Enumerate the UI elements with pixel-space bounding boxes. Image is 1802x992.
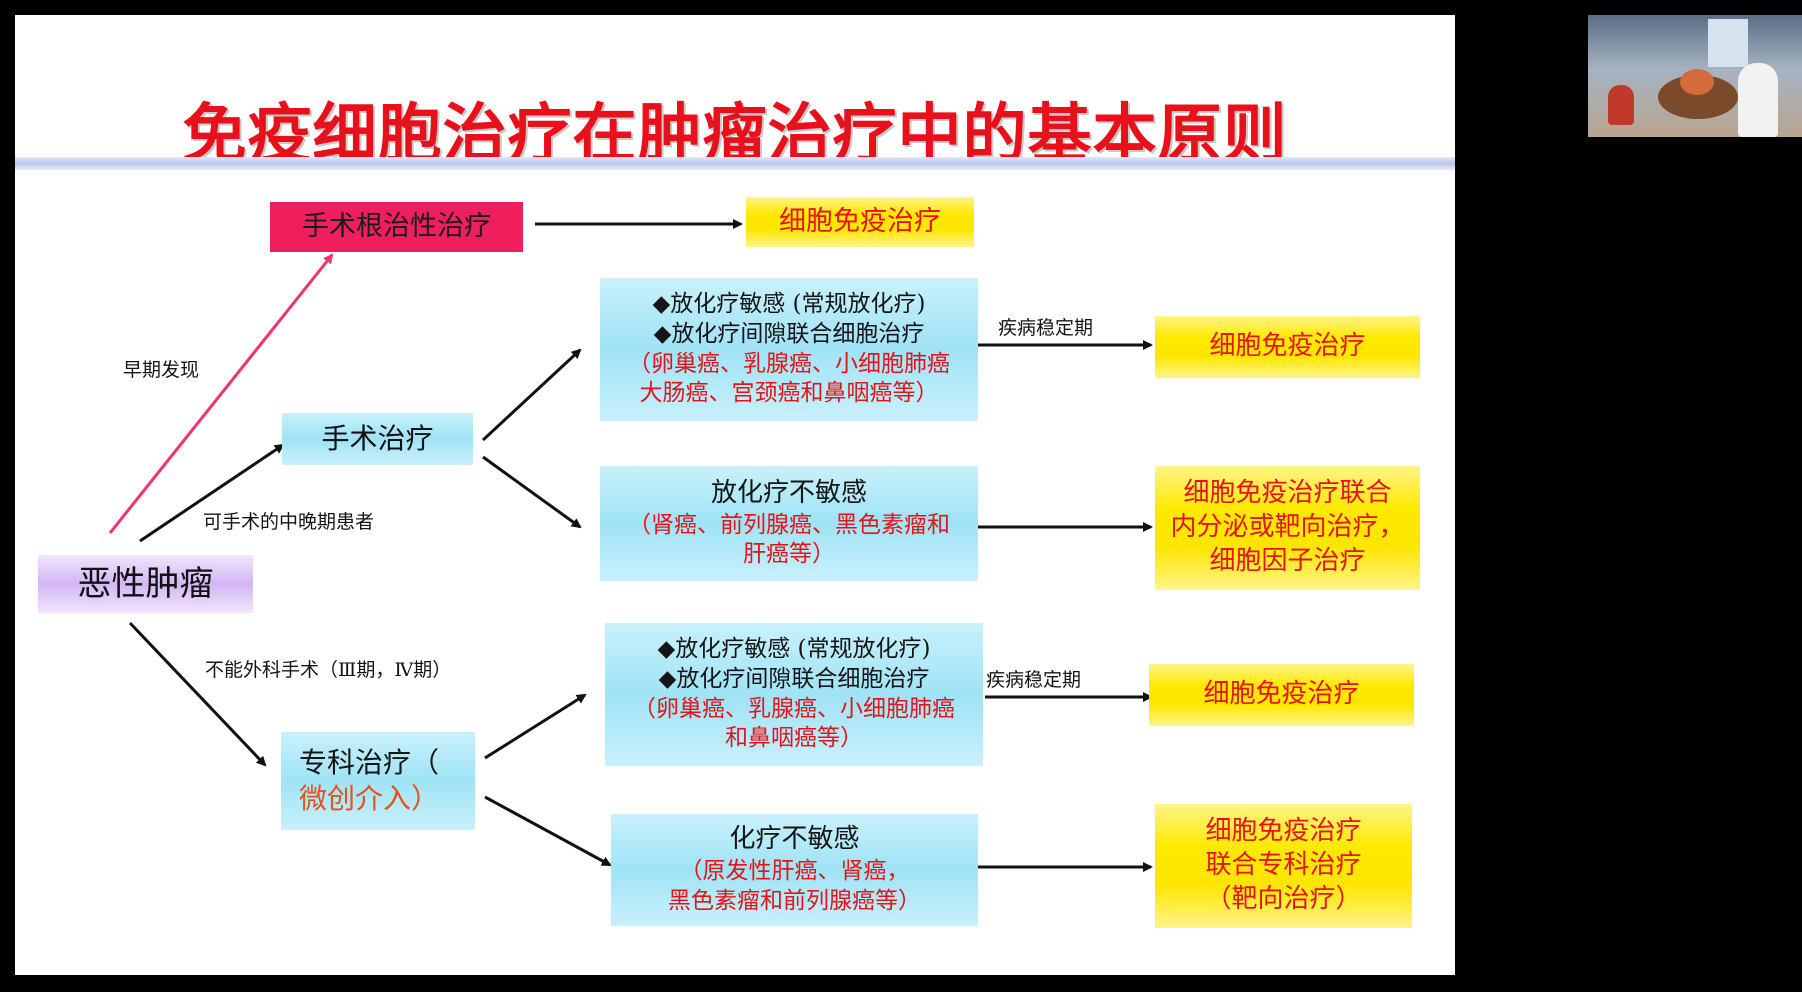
result2-line2: 内分泌或靶向治疗， bbox=[1170, 512, 1405, 543]
sens2-line4: 和鼻咽癌等） bbox=[725, 725, 863, 752]
sens2-line2: ◆放化疗间隙联合细胞治疗 bbox=[658, 665, 930, 692]
node-specialty-line2: 微创介入） bbox=[299, 782, 440, 815]
arrow-inoperable bbox=[128, 621, 267, 767]
node-sensitive-2: ◆放化疗敏感 (常规放化疗) ◆放化疗间隙联合细胞治疗 （卵巢癌、乳腺癌、小细胞… bbox=[605, 623, 983, 766]
webcam-person bbox=[1738, 63, 1778, 137]
sens1-line1: ◆放化疗敏感 (常规放化疗) bbox=[652, 290, 926, 317]
flow-arrows bbox=[108, 219, 1153, 872]
label-early: 早期发现 bbox=[123, 359, 200, 381]
label-stable2: 疾病稳定期 bbox=[986, 669, 1082, 691]
node-result-1: 细胞免疫治疗 bbox=[1155, 316, 1420, 378]
arrow-early bbox=[108, 253, 334, 534]
insens1-line3: 肝癌等） bbox=[743, 541, 835, 568]
node-sensitive-1: ◆放化疗敏感 (常规放化疗) ◆放化疗间隙联合细胞治疗 （卵巢癌、乳腺癌、小细胞… bbox=[600, 278, 978, 421]
arrow-specialty-to-sens2 bbox=[484, 693, 587, 760]
node-specialty-treatment: 专科治疗（ 微创介入） bbox=[281, 732, 475, 830]
insens1-line2: （肾癌、前列腺癌、黑色素瘤和 bbox=[628, 511, 950, 538]
insens2-line2: （原发性肝癌、肾癌， bbox=[679, 858, 910, 884]
result2-line1: 细胞免疫治疗联合 bbox=[1183, 478, 1392, 509]
node-radical-surgery-label: 手术根治性治疗 bbox=[302, 211, 491, 243]
insens1-line1: 放化疗不敏感 bbox=[710, 477, 867, 508]
specialty-line1-text: 专科治疗（ bbox=[299, 745, 440, 779]
node-cell-immuno-top-label: 细胞免疫治疗 bbox=[779, 206, 941, 238]
node-result-3: 细胞免疫治疗 bbox=[1149, 664, 1414, 726]
webcam-thumbnail[interactable] bbox=[1588, 15, 1802, 137]
sens2-line3: （卵巢癌、乳腺癌、小细胞肺癌 bbox=[633, 695, 955, 722]
node-specialty-line1: 专科治疗（ bbox=[299, 745, 439, 781]
sens1-line3: （卵巢癌、乳腺癌、小细胞肺癌 bbox=[628, 350, 950, 377]
node-cell-immuno-top: 细胞免疫治疗 bbox=[746, 197, 974, 247]
result1-label: 细胞免疫治疗 bbox=[1209, 331, 1366, 362]
node-result-4: 细胞免疫治疗 联合专科治疗 （靶向治疗） bbox=[1155, 804, 1412, 928]
arrow-surgery-to-insens1 bbox=[482, 455, 582, 529]
result4-line1: 细胞免疫治疗 bbox=[1205, 816, 1362, 847]
arrow-surgery-to-sens1 bbox=[481, 348, 582, 442]
node-malignant-tumor: 恶性肿瘤 bbox=[38, 555, 253, 613]
result2-line3: 细胞因子治疗 bbox=[1209, 545, 1366, 576]
insens2-line1: 化疗不敏感 bbox=[729, 824, 860, 855]
node-insensitive-1: 放化疗不敏感 （肾癌、前列腺癌、黑色素瘤和 肝癌等） bbox=[600, 466, 978, 581]
sens1-line4: 大肠癌、宫颈癌和鼻咽癌等） bbox=[639, 380, 939, 407]
label-inoperable: 不能外科手术（Ⅲ期，Ⅳ期） bbox=[205, 659, 452, 681]
label-stable1: 疾病稳定期 bbox=[998, 317, 1094, 339]
arrow-specialty-to-insens2 bbox=[484, 795, 612, 867]
result4-line3: （靶向治疗） bbox=[1205, 883, 1362, 914]
label-operable: 可手术的中晚期患者 bbox=[203, 511, 375, 533]
webcam-flowers bbox=[1680, 69, 1714, 95]
node-surgery: 手术治疗 bbox=[282, 413, 473, 465]
arrow-operable bbox=[139, 443, 285, 543]
node-result-2: 细胞免疫治疗联合 内分泌或靶向治疗， 细胞因子治疗 bbox=[1155, 466, 1420, 590]
title-underline-bar bbox=[15, 157, 1455, 170]
node-malignant-tumor-label: 恶性肿瘤 bbox=[77, 563, 214, 604]
node-radical-surgery: 手术根治性治疗 bbox=[270, 202, 523, 252]
slide: 免疫细胞治疗在肿瘤治疗中的基本原则 早期发现 可手术的中晚期患者 不能外科手术（… bbox=[15, 15, 1455, 975]
node-surgery-label: 手术治疗 bbox=[321, 421, 434, 455]
insens2-line3: 黑色素瘤和前列腺癌等） bbox=[668, 887, 921, 914]
sens1-line2: ◆放化疗间隙联合细胞治疗 bbox=[653, 320, 925, 347]
result4-line2: 联合专科治疗 bbox=[1205, 850, 1362, 881]
result3-label: 细胞免疫治疗 bbox=[1203, 679, 1360, 710]
webcam-window bbox=[1708, 19, 1748, 67]
sens2-line1: ◆放化疗敏感 (常规放化疗) bbox=[657, 635, 931, 662]
node-insensitive-2: 化疗不敏感 （原发性肝癌、肾癌， 黑色素瘤和前列腺癌等） bbox=[611, 814, 978, 926]
webcam-person-2 bbox=[1608, 85, 1634, 125]
